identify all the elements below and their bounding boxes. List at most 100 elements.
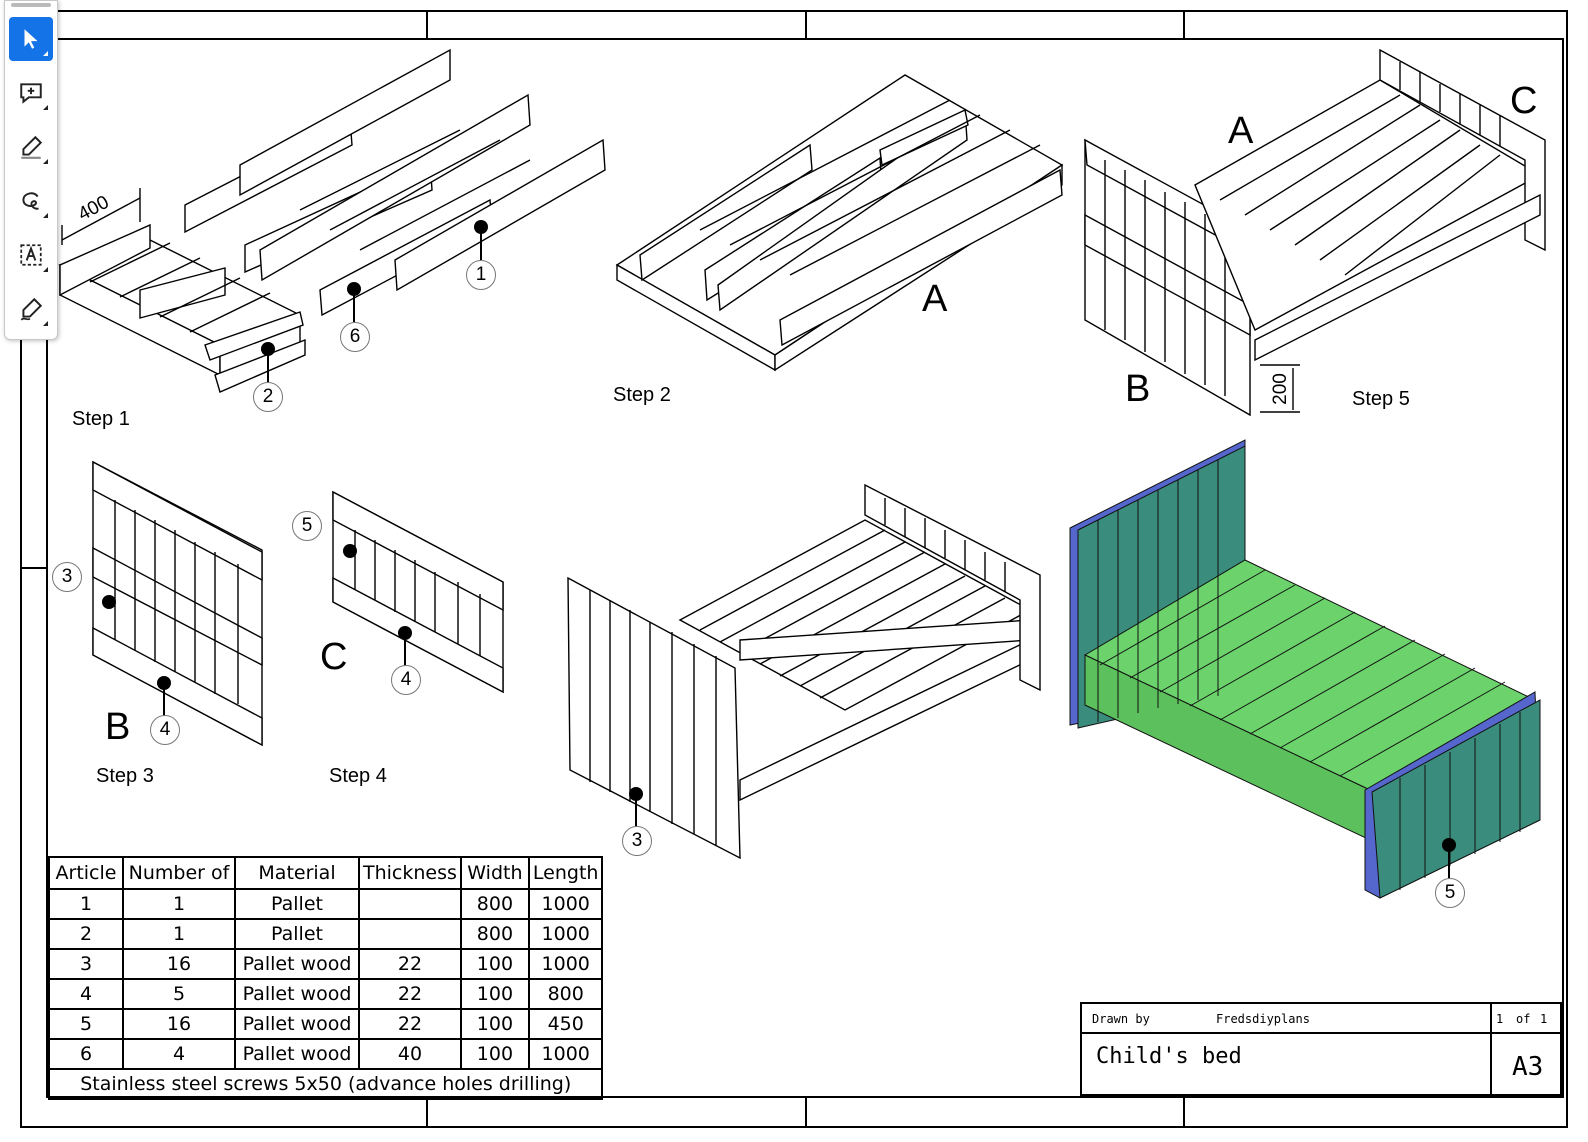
- cell-width: 100: [459, 978, 530, 1010]
- part-letter-c: C: [320, 636, 348, 678]
- callout-dot: [1442, 838, 1456, 852]
- callout-2: 2: [253, 382, 283, 412]
- callout-dot: [629, 787, 643, 801]
- step5-bed-frame: [1084, 48, 1546, 417]
- title-block-divider: [1490, 1004, 1492, 1094]
- drawn-by-value: Fredsdiyplans: [1216, 1012, 1310, 1026]
- cell-number: 4: [122, 1038, 236, 1070]
- cell-number: 5: [122, 978, 236, 1010]
- submenu-indicator: [43, 159, 48, 164]
- cell-material: Pallet: [234, 918, 360, 950]
- title-block-header-row: [1082, 1004, 1560, 1034]
- zone-tick: [426, 10, 428, 38]
- step2-pallet-assembly: [615, 74, 1064, 372]
- cell-thickness: 22: [358, 948, 462, 980]
- text-select-tool-button[interactable]: [9, 233, 53, 277]
- callout-dot: [474, 220, 488, 234]
- cell-article: 4: [48, 978, 124, 1010]
- cell-width: 800: [459, 918, 530, 950]
- zone-tick: [1183, 1098, 1185, 1128]
- step4-label: Step 4: [329, 765, 387, 787]
- callout-dot: [343, 544, 357, 558]
- callout-5: 5: [1435, 878, 1465, 908]
- bill-of-materials-table: Article Number of Material Thickness Wid…: [47, 856, 604, 1100]
- cell-width: 100: [459, 948, 530, 980]
- step1-label: Step 1: [72, 408, 130, 430]
- callout-5: 5: [292, 511, 322, 541]
- zone-tick: [426, 1098, 428, 1128]
- table-row: 3 16 Pallet wood 22 100 1000: [48, 948, 604, 980]
- callout-leader: [163, 686, 165, 716]
- callout-dot: [347, 282, 361, 296]
- cell-article: 6: [48, 1038, 124, 1070]
- cell-length: 1000: [527, 918, 604, 950]
- callout-3: 3: [622, 826, 652, 856]
- table-row: 6 4 Pallet wood 40 100 1000: [48, 1038, 604, 1070]
- toolbar-drag-handle[interactable]: [11, 3, 51, 7]
- cell-number: 1: [122, 918, 236, 950]
- callout-dot: [157, 676, 171, 690]
- assembled-bed-lineart: [567, 483, 1041, 860]
- cell-article: 5: [48, 1008, 124, 1040]
- cell-material: Pallet wood: [234, 1038, 360, 1070]
- arrow-pointer-icon: [24, 29, 38, 49]
- zone-tick: [20, 567, 46, 569]
- submenu-indicator: [43, 267, 48, 272]
- table-row: 5 16 Pallet wood 22 100 450: [48, 1008, 604, 1040]
- callout-6: 6: [340, 322, 370, 352]
- callout-leader: [404, 636, 406, 666]
- dimension-200: 200: [1269, 373, 1291, 405]
- cell-number: 16: [122, 1008, 236, 1040]
- drawing-outer-border: [20, 10, 1568, 1128]
- cell-material: Pallet wood: [234, 978, 360, 1010]
- comment-plus-icon: [20, 83, 42, 104]
- cell-number: 1: [122, 888, 236, 920]
- screws-note: Stainless steel screws 5x50 (advance hol…: [47, 1068, 604, 1100]
- table-row: 1 1 Pallet 800 1000: [48, 888, 604, 920]
- cell-length: 800: [527, 978, 604, 1010]
- submenu-indicator: [43, 213, 48, 218]
- cell-thickness: 22: [358, 1008, 462, 1040]
- callout-4: 4: [150, 715, 180, 745]
- callout-4: 4: [391, 665, 421, 695]
- cell-thickness: 40: [358, 1038, 462, 1070]
- part-letter-b: B: [1125, 368, 1151, 410]
- callout-3: 3: [52, 562, 82, 592]
- draw-tool-button[interactable]: [9, 179, 53, 223]
- drawn-by-label: Drawn by: [1092, 1012, 1150, 1026]
- sign-tool-button[interactable]: [9, 287, 53, 331]
- part-letter-a: A: [1228, 110, 1254, 152]
- cell-width: 800: [459, 888, 530, 920]
- title-block: Drawn by Fredsdiyplans 1 of 1 Child's be…: [1080, 1002, 1562, 1096]
- select-tool-button[interactable]: [9, 17, 53, 61]
- cell-length: 1000: [527, 948, 604, 980]
- cell-article: 2: [48, 918, 124, 950]
- paper-size: A3: [1512, 1052, 1544, 1082]
- step5-label: Step 5: [1352, 388, 1410, 410]
- zone-tick: [1183, 10, 1185, 38]
- step4-footboard-panel: [332, 490, 504, 694]
- callout-1: 1: [466, 260, 496, 290]
- highlight-tool-button[interactable]: [9, 125, 53, 169]
- cell-length: 1000: [527, 1038, 604, 1070]
- table-footer-row: Stainless steel screws 5x50 (advance hol…: [47, 1068, 604, 1100]
- callout-leader: [635, 797, 637, 827]
- callout-dot: [398, 626, 412, 640]
- add-comment-button[interactable]: [9, 71, 53, 115]
- step3-headboard-panel: [92, 460, 263, 747]
- cell-width: 100: [459, 1008, 530, 1040]
- zone-tick: [805, 1098, 807, 1128]
- submenu-indicator: [43, 105, 48, 110]
- column-header-thickness: Thickness: [358, 856, 462, 890]
- cell-number: 16: [122, 948, 236, 980]
- page-of: of: [1516, 1012, 1531, 1026]
- part-letter-c: C: [1510, 80, 1538, 122]
- column-header-width: Width: [459, 856, 530, 890]
- part-letter-a: A: [922, 278, 948, 320]
- colored-bed-render: [1069, 439, 1541, 899]
- submenu-indicator: [43, 51, 48, 56]
- part-letter-b: B: [105, 706, 131, 748]
- table-row: 2 1 Pallet 800 1000: [48, 918, 604, 950]
- callout-leader: [480, 230, 482, 260]
